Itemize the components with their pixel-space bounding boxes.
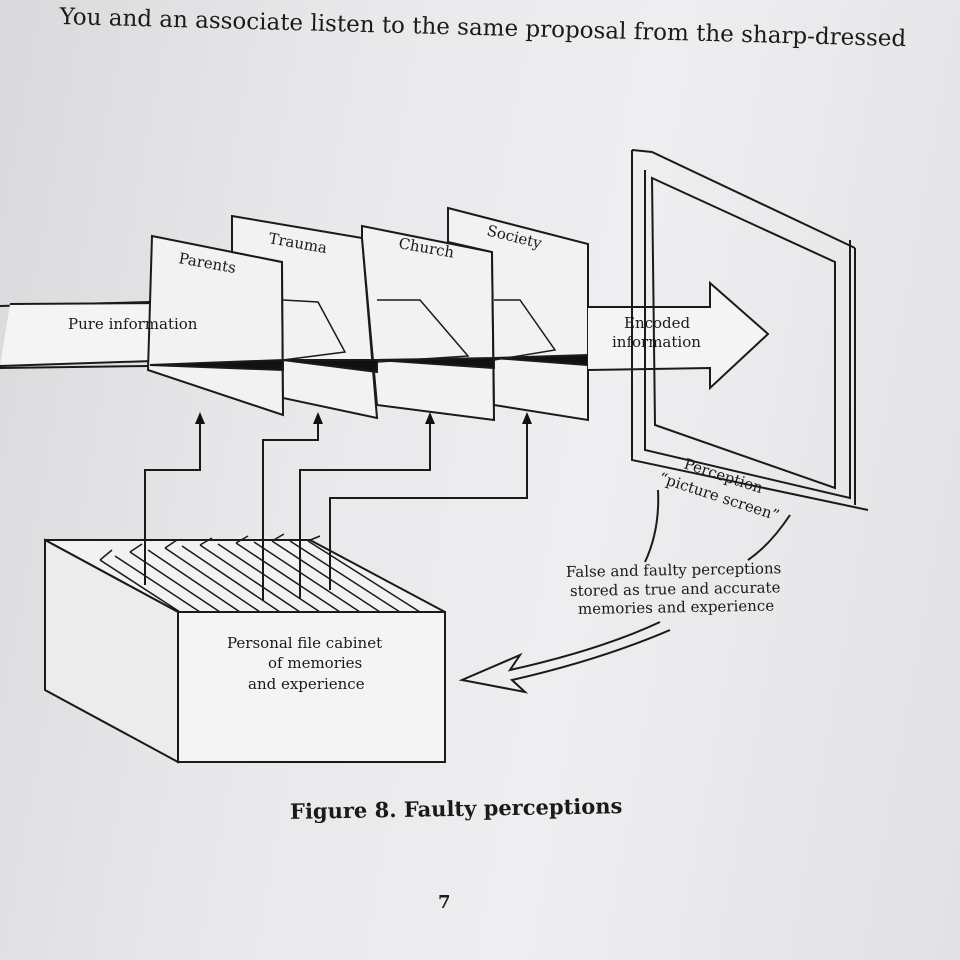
feedback-label-line1: False and faulty perceptions <box>566 559 782 581</box>
pure-information-label: Pure information <box>68 315 198 333</box>
encoded-label-line2: information <box>612 333 701 351</box>
memory-connector-lines <box>144 418 528 600</box>
feedback-arrow <box>458 621 671 694</box>
file-folders <box>99 533 421 613</box>
cabinet-label-line3: and experience <box>248 675 365 693</box>
encoded-label-line1: Encoded <box>624 314 691 332</box>
filter-panel-society <box>447 206 589 422</box>
file-cabinet-front <box>177 611 446 763</box>
feedback-label-line2: stored as true and accurate <box>570 578 781 600</box>
cabinet-label-line1: Personal file cabinet <box>227 634 382 652</box>
feedback-curves <box>644 489 791 563</box>
perception-picture-screen <box>631 149 869 511</box>
cabinet-label-line2: of memories <box>268 654 362 672</box>
feedback-label-line3: memories and experience <box>578 597 775 618</box>
page-number: 7 <box>438 892 451 913</box>
